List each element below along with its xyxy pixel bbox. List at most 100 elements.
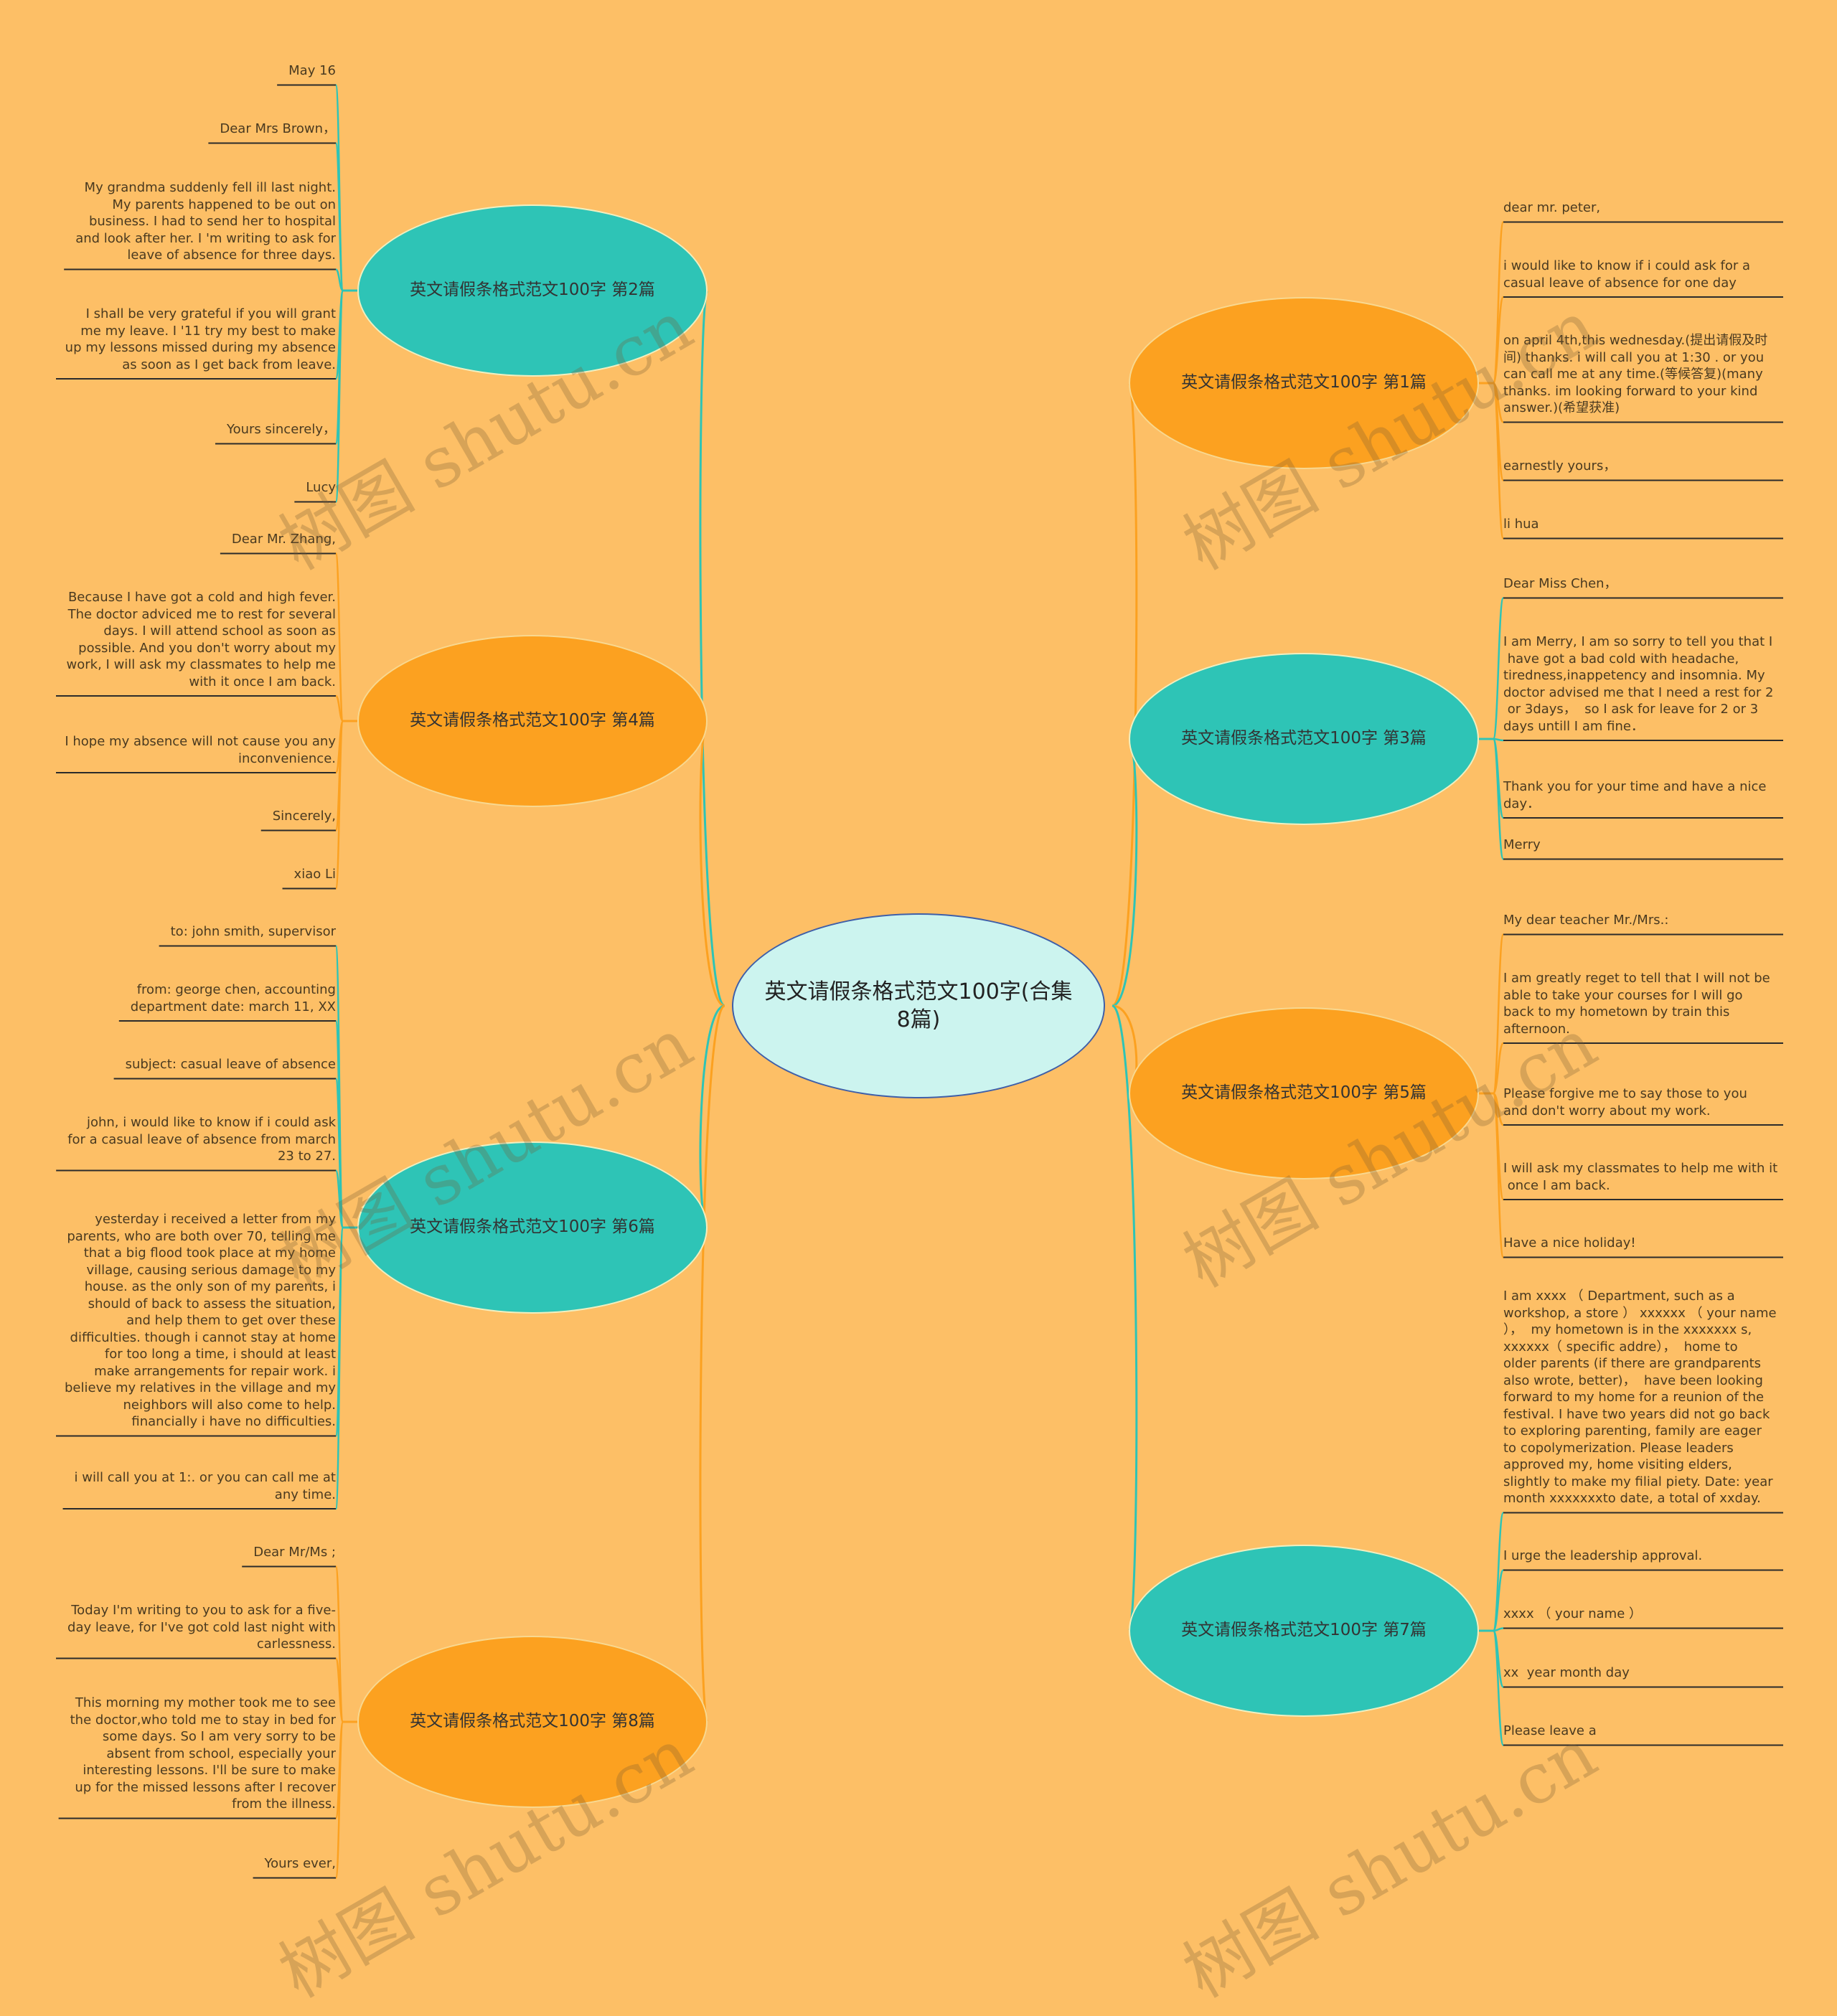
leaf-note[interactable]: Please forgive me to say those to you an… bbox=[1503, 1085, 1783, 1119]
leaf-note-text: xx year month day bbox=[1503, 1665, 1630, 1680]
leaf-note[interactable]: I am greatly reget to tell that I will n… bbox=[1503, 970, 1783, 1037]
leaf-note[interactable]: Dear Mrs Brown， bbox=[56, 121, 336, 138]
leaf-note[interactable]: xiao Li bbox=[56, 866, 336, 883]
leaf-note[interactable]: May 16 bbox=[56, 62, 336, 80]
leaf-note-text: My dear teacher Mr./Mrs.: bbox=[1503, 913, 1669, 928]
branch-node-7[interactable]: 英文请假条格式范文100字 第7篇 bbox=[1129, 1545, 1479, 1717]
leaf-connector bbox=[1479, 296, 1505, 385]
leaf-note-text: john, i would like to know if i could as… bbox=[67, 1115, 336, 1164]
leaf-note-text: I am xxxx （ Department, such as a worksh… bbox=[1503, 1289, 1777, 1506]
leaf-note-text: dear mr. peter, bbox=[1503, 200, 1601, 215]
leaf-connector bbox=[1479, 933, 1505, 1095]
branch-node-label: 英文请假条格式范文100字 第6篇 bbox=[410, 1217, 655, 1237]
leaf-note-text: from: george chen, accounting department… bbox=[130, 982, 336, 1014]
leaf-connector bbox=[1479, 597, 1505, 740]
leaf-note-text: I am greatly reget to tell that I will n… bbox=[1503, 971, 1770, 1037]
branch-node-8[interactable]: 英文请假条格式范文100字 第8篇 bbox=[357, 1636, 708, 1808]
leaf-note[interactable]: Have a nice holiday! bbox=[1503, 1235, 1783, 1252]
branch-node-label: 英文请假条格式范文100字 第2篇 bbox=[410, 281, 655, 300]
leaf-note-text: Because I have got a cold and high fever… bbox=[66, 590, 336, 689]
leaf-note[interactable]: Thank you for your time and have a nice … bbox=[1503, 778, 1783, 812]
leaf-note[interactable]: I urge the leadership approval. bbox=[1503, 1548, 1783, 1565]
leaf-connector bbox=[334, 1720, 357, 1879]
leaf-note[interactable]: Dear Mr. Zhang, bbox=[56, 531, 336, 548]
leaf-note-text: li hua bbox=[1503, 517, 1539, 532]
leaf-note[interactable]: Dear Miss Chen， bbox=[1503, 575, 1783, 593]
leaf-connector bbox=[334, 1657, 357, 1723]
leaf-note[interactable]: Merry bbox=[1503, 837, 1783, 854]
leaf-connector bbox=[1479, 221, 1505, 385]
leaf-connector bbox=[1479, 738, 1505, 819]
leaf-note[interactable]: i will call you at 1:. or you can call m… bbox=[56, 1469, 336, 1503]
leaf-note-text: This morning my mother took me to see th… bbox=[70, 1695, 336, 1812]
branch-node-label: 英文请假条格式范文100字 第1篇 bbox=[1181, 373, 1427, 392]
leaf-note[interactable]: I shall be very grateful if you will gra… bbox=[56, 306, 336, 373]
leaf-connector bbox=[334, 1169, 357, 1229]
leaf-note[interactable]: Lucy bbox=[56, 479, 336, 496]
leaf-note[interactable]: Dear Mr/Ms ; bbox=[56, 1544, 336, 1561]
leaf-note[interactable]: Yours sincerely， bbox=[56, 421, 336, 438]
leaf-note[interactable]: I will ask my classmates to help me with… bbox=[1503, 1160, 1783, 1194]
root-topic[interactable]: 英文请假条格式范文100字(合集8篇) bbox=[732, 913, 1105, 1098]
leaf-connector bbox=[1479, 738, 1505, 860]
branch-node-3[interactable]: 英文请假条格式范文100字 第3篇 bbox=[1129, 653, 1479, 825]
leaf-note[interactable]: Yours ever, bbox=[56, 1855, 336, 1873]
leaf-note-text: I shall be very grateful if you will gra… bbox=[65, 306, 336, 372]
leaf-note[interactable]: li hua bbox=[1503, 516, 1783, 533]
leaf-note[interactable]: to: john smith, supervisor bbox=[56, 923, 336, 941]
leaf-note[interactable]: xx year month day bbox=[1503, 1664, 1783, 1682]
leaf-connector bbox=[1479, 1042, 1505, 1095]
leaf-connector bbox=[334, 552, 357, 722]
leaf-note[interactable]: My grandma suddenly fell ill last night.… bbox=[56, 179, 336, 264]
leaf-note[interactable]: Today I'm writing to you to ask for a fi… bbox=[56, 1602, 336, 1653]
leaf-note[interactable]: I am xxxx （ Department, such as a worksh… bbox=[1503, 1288, 1783, 1507]
leaf-connector bbox=[334, 1226, 357, 1510]
branch-connector bbox=[1112, 1004, 1138, 1632]
leaf-note[interactable]: subject: casual leave of absence bbox=[56, 1056, 336, 1073]
leaf-note-text: on april 4th,this wednesday.(提出请假及时 间) t… bbox=[1503, 333, 1768, 415]
branch-node-5[interactable]: 英文请假条格式范文100字 第5篇 bbox=[1129, 1007, 1479, 1179]
leaf-note[interactable]: My dear teacher Mr./Mrs.: bbox=[1503, 912, 1783, 929]
leaf-connector bbox=[1479, 1569, 1505, 1632]
branch-connector bbox=[1112, 382, 1138, 1007]
leaf-note-text: Dear Mrs Brown， bbox=[220, 121, 336, 136]
leaf-note[interactable]: i would like to know if i could ask for … bbox=[1503, 258, 1783, 291]
leaf-note[interactable]: I hope my absence will not cause you any… bbox=[56, 733, 336, 767]
leaf-note[interactable]: earnestly yours， bbox=[1503, 458, 1783, 475]
leaf-note-text: xiao Li bbox=[293, 867, 336, 882]
leaf-connector bbox=[334, 142, 357, 292]
branch-node-label: 英文请假条格式范文100字 第5篇 bbox=[1181, 1083, 1427, 1103]
leaf-connector bbox=[334, 720, 357, 890]
leaf-note[interactable]: dear mr. peter, bbox=[1503, 199, 1783, 217]
branch-node-2[interactable]: 英文请假条格式范文100字 第2篇 bbox=[357, 204, 708, 377]
leaf-note-text: Please forgive me to say those to you an… bbox=[1503, 1086, 1747, 1118]
branch-node-label: 英文请假条格式范文100字 第7篇 bbox=[1181, 1621, 1427, 1640]
leaf-note-text: yesterday i received a letter from my pa… bbox=[65, 1212, 336, 1429]
leaf-note[interactable]: xxxx （ your name ） bbox=[1503, 1606, 1783, 1623]
branch-node-4[interactable]: 英文请假条格式范文100字 第4篇 bbox=[357, 635, 708, 807]
leaf-note-text: Dear Miss Chen， bbox=[1503, 576, 1617, 591]
leaf-connector bbox=[1479, 1092, 1505, 1258]
leaf-note[interactable]: yesterday i received a letter from my pa… bbox=[56, 1211, 336, 1431]
leaf-connector bbox=[1479, 1092, 1505, 1201]
leaf-note[interactable]: I am Merry, I am so sorry to tell you th… bbox=[1503, 633, 1783, 735]
mind-map-canvas: 英文请假条格式范文100字(合集8篇) 英文请假条格式范文100字 第1篇英文请… bbox=[56, 62, 1783, 2013]
leaf-note-text: Dear Mr. Zhang, bbox=[231, 532, 336, 547]
leaf-note[interactable]: Sincerely, bbox=[56, 808, 336, 825]
leaf-note[interactable]: from: george chen, accounting department… bbox=[56, 981, 336, 1015]
branch-node-label: 英文请假条格式范文100字 第4篇 bbox=[410, 711, 655, 730]
leaf-note[interactable]: Because I have got a cold and high fever… bbox=[56, 589, 336, 690]
leaf-note-text: Yours sincerely， bbox=[226, 422, 336, 437]
leaf-note[interactable]: john, i would like to know if i could as… bbox=[56, 1114, 336, 1165]
leaf-note-text: i will call you at 1:. or you can call m… bbox=[74, 1470, 336, 1502]
branch-node-6[interactable]: 英文请假条格式范文100字 第6篇 bbox=[357, 1141, 708, 1314]
leaf-note-text: Yours ever, bbox=[264, 1856, 336, 1871]
leaf-note[interactable]: Please leave a bbox=[1503, 1723, 1783, 1740]
leaf-note-text: Have a nice holiday! bbox=[1503, 1235, 1636, 1250]
leaf-note-text: earnestly yours， bbox=[1503, 458, 1617, 474]
branch-node-1[interactable]: 英文请假条格式范文100字 第1篇 bbox=[1129, 297, 1479, 469]
branch-node-label: 英文请假条格式范文100字 第3篇 bbox=[1181, 729, 1427, 748]
leaf-note[interactable]: This morning my mother took me to see th… bbox=[56, 1695, 336, 1813]
leaf-note[interactable]: on april 4th,this wednesday.(提出请假及时 间) t… bbox=[1503, 332, 1783, 417]
leaf-note-text: i would like to know if i could ask for … bbox=[1503, 258, 1750, 291]
